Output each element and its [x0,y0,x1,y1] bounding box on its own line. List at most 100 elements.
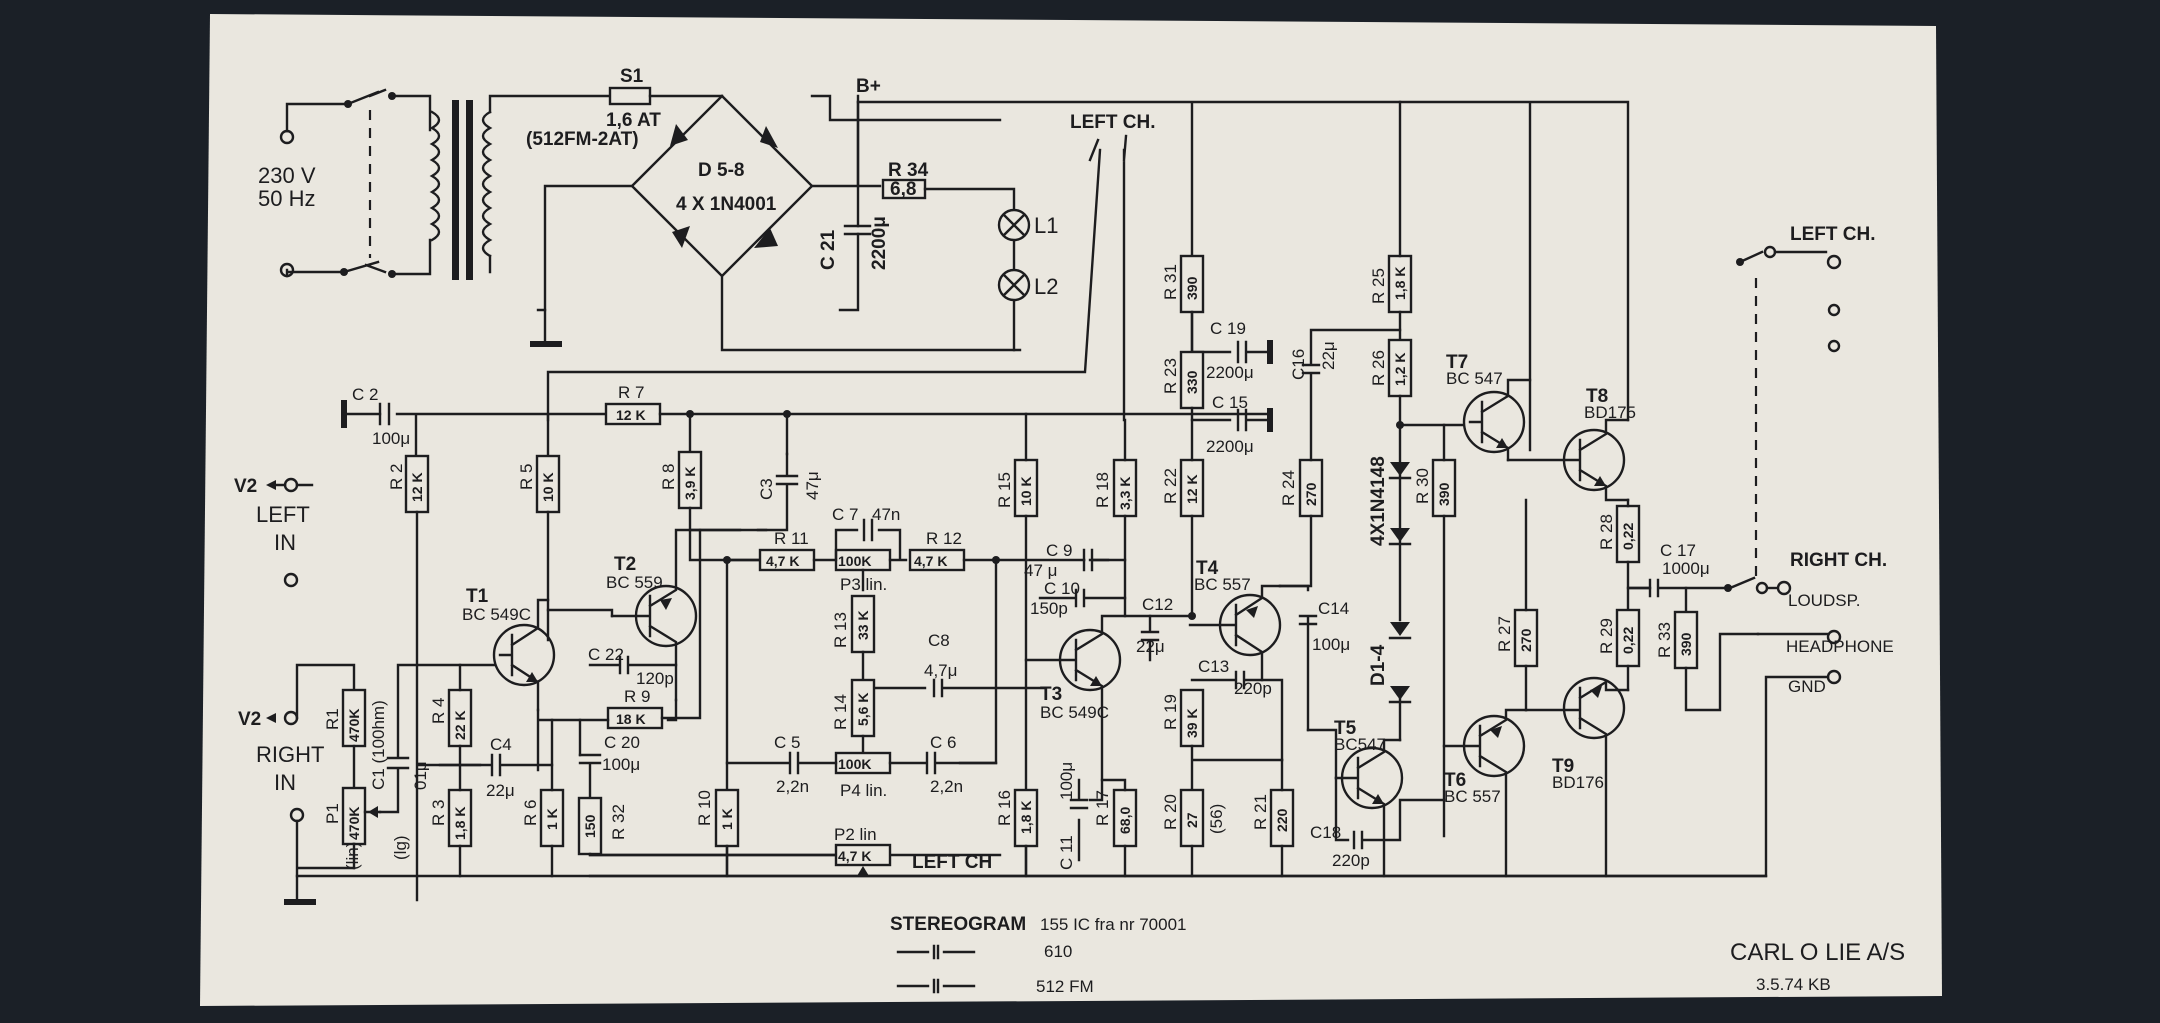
t4-network: C14 100μ C13 220p 39 K R 19 27 R 20 (56)… [1161,584,1350,878]
c14-value: 100μ [1312,635,1350,654]
mains-section: 230 V 50 Hz [258,88,432,278]
p2-value: 4,7 K [838,848,871,864]
footer-notes: STEREOGRAM 155 IC fra nr 70001 610 512 F… [890,914,1905,996]
r11-ref: R 11 [774,529,809,548]
c14-ref: C14 [1318,599,1349,618]
c18-ref: C18 [1310,823,1341,842]
r24-value: 270 [1303,482,1319,506]
left-ch-bottom-label: LEFT CH [912,852,992,873]
input-stage: C 2 100μ R 7 12 K 12 K R 2 10 K R 5 3,9 … [234,383,1272,905]
r19-value: 39 K [1184,708,1200,738]
c19-ref: C 19 [1210,319,1246,338]
r26-value: 1,2 K [1392,353,1408,386]
r10-value: 1 K [719,808,735,830]
headphone-terminal [1826,629,1842,645]
t5-type: BC547 [1334,735,1386,754]
left-ch-terminal-1 [1826,254,1842,270]
c15-value: 2200μ [1206,437,1254,456]
transistor-t9: T9 BD176 [1524,676,1630,878]
r15-value: 10 K [1018,476,1034,506]
p1-value: 470K [346,807,362,840]
transistor-t5: T5 BC547 [1306,718,1404,878]
gnd-label: GND [1788,677,1826,696]
output-bias: 270 R 24 C16 22μ 1,8 K R 25 1,2 K R 26 4… [1278,100,1472,838]
diode-string-label: 4X1N4148 [1368,456,1389,546]
p4-label: P4 lin. [840,781,887,800]
r12-ref: R 12 [926,529,962,548]
r17-value: 68,0 [1117,807,1133,834]
loudsp-label: LOUDSP. [1788,591,1860,610]
loudspeaker-terminal [1776,580,1792,596]
r27-ref: R 27 [1495,616,1514,652]
b-plus-label: B+ [856,76,881,97]
t1-t2-network: C 22 120p R 9 18 K 22 K R 4 C4 22μ C 20 … [429,528,838,878]
bridge-ref: D 5-8 [698,160,744,181]
c10-ref: C 10 [1044,579,1080,598]
r23-value: 330 [1184,370,1200,394]
r26-ref: R 26 [1369,350,1388,386]
transistor-t8: T8 BD175 [1506,386,1636,502]
r21-ref: R 21 [1251,794,1270,830]
c16-value: 22μ [1319,341,1338,370]
r20-value: 27 [1184,812,1200,828]
t3-emitter-network: 1,8 K R 16 100μ C 11 68,0 R 17 [995,762,1138,878]
t2-type: BC 559 [606,573,663,592]
footer-line3: 512 FM [1036,977,1094,996]
c13-ref: C13 [1198,657,1229,676]
c12-ref: C12 [1142,595,1173,614]
p1-note: (lin) [343,842,362,870]
r31-value: 390 [1184,276,1200,300]
fuse-ref: S1 [620,66,644,87]
right-in-terminal-2 [289,807,305,823]
r17-ref: R 17 [1093,790,1112,826]
r14-value: 5,6 K [855,693,871,726]
r2-value: 12 K [409,472,425,502]
r16-ref: R 16 [995,790,1014,826]
r5-ref: R 5 [517,464,536,490]
r30-value: 390 [1436,482,1452,506]
r1-value: 470K [346,709,362,742]
r19-ref: R 19 [1161,694,1180,730]
c11-ref: C 11 [1057,835,1076,870]
c3-ref: C3 [757,478,776,500]
r20-ref: R 20 [1161,794,1180,830]
transistor-t2: T2 BC 559 [606,528,698,702]
c18-value: 220p [1332,851,1370,870]
r15-ref: R 15 [995,472,1014,508]
t9-ref: T9 [1552,756,1574,777]
r3-value: 1,8 K [452,807,468,840]
left-ch-terminal-2 [1827,303,1841,317]
r13-ref: R 13 [831,612,850,648]
p2-label: P2 lin [834,825,877,844]
c6-value: 2,2n [930,777,963,796]
t9-type: BD176 [1552,773,1604,792]
left-ch-switch-right: LEFT CH. [1736,224,1876,353]
r6-value: 1 K [544,808,560,830]
r33-value: 390 [1678,632,1694,656]
r7-ref: R 7 [618,383,644,402]
bridge-parts: 4 X 1N4001 [676,194,777,215]
footer-models-line1: 155 IC fra nr 70001 [1040,915,1186,934]
transformer [429,94,612,280]
left-ch-switch-top: LEFT CH. [546,112,1156,422]
r34-ref: R 34 [888,160,929,181]
c9-value: 47 μ [1024,561,1057,580]
t3-type: BC 549C [1040,703,1109,722]
right-in-label-2: IN [274,770,296,795]
r2-ref: R 2 [387,464,406,490]
t8-type: BD175 [1584,403,1636,422]
r33-ref: R 33 [1655,622,1674,658]
r28-ref: R 28 [1597,514,1616,550]
c21-ref: C 21 [818,229,839,270]
left-ch-terminal-3 [1827,339,1841,353]
c4-ref: C4 [490,735,512,754]
t6-type: BC 557 [1444,787,1501,806]
c7-value: 47n [872,505,900,524]
fuse-rating: 1,6 AT [606,110,661,131]
r16-value: 1,8 K [1018,801,1034,834]
transistor-t6: T6 BC 557 [1442,708,1528,878]
c4-value: 22μ [486,781,515,800]
lamp-l2-label: L2 [1034,274,1058,299]
c19-value: 2200μ [1206,363,1254,382]
c5-value: 2,2n [776,777,809,796]
